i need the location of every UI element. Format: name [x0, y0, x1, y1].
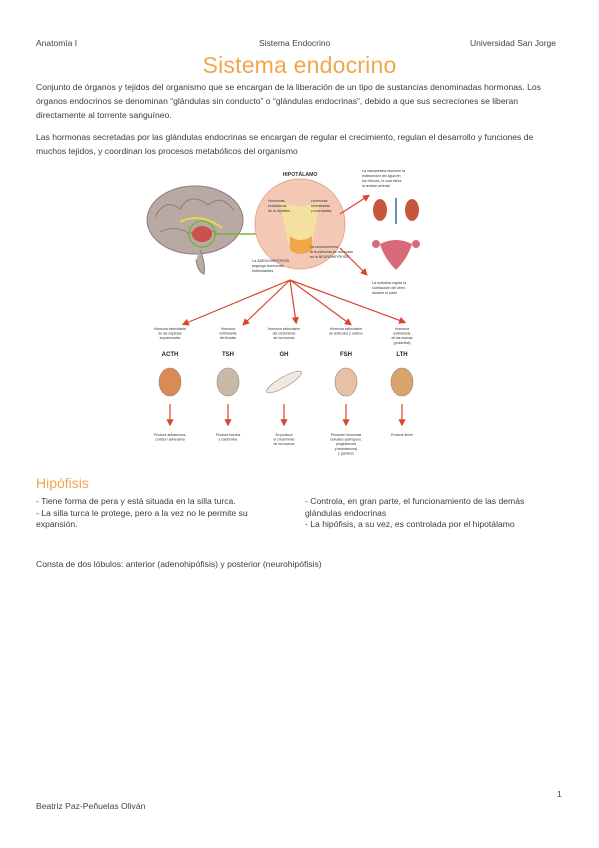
lobes-sentence: Consta de dos lóbulos: anterior (adenohi…	[36, 559, 322, 569]
hormone-effect-lth: Produce leche	[391, 433, 413, 437]
organ-illustration-acth	[158, 367, 182, 397]
header-topic: Sistema Endocrino	[259, 38, 331, 48]
hormone-code-acth: ACTH	[162, 352, 179, 358]
bullet-hypothalamus: - La hipófisis, a su vez, es controlada …	[305, 519, 515, 530]
bullet-control: - Controla, en gran parte, el funcionami…	[305, 496, 525, 518]
kidneys-illustration	[373, 198, 419, 224]
hormone-code-lth: LTH	[396, 352, 407, 358]
left-bullets: - Tiene forma de pera y está situada en …	[36, 496, 286, 531]
organ-illustration-tsh	[216, 367, 240, 397]
uterus-note: La oxitocina regula la contracción del ú…	[372, 281, 407, 295]
right-bullets: - Controla, en gran parte, el funcionami…	[305, 496, 555, 531]
section-title-hipofisis: Hipófisis	[36, 475, 89, 491]
adeno-label: La ADENOHIPÓFISIS segrega hormonas estim…	[252, 258, 290, 273]
intro-paragraph-1: Conjunto de órganos y tejidos del organi…	[36, 82, 541, 121]
page-number: 1	[557, 789, 562, 799]
bullet-silla-turca: - La silla turca le protege, pero a la v…	[36, 507, 248, 530]
endocrine-diagram: HIPOTÁLAMO Hormonas excitadoras de la hi…	[146, 169, 420, 455]
organ-illustration-fsh	[334, 367, 358, 397]
author-name: Beatriz Paz-Peñuelas Oliván	[36, 801, 146, 811]
hypothalamus-label: HIPOTÁLAMO	[283, 171, 318, 178]
bullet-shape: - Tiene forma de pera y está situada en …	[36, 496, 236, 506]
organ-illustration-lth	[390, 367, 414, 397]
intro-paragraph-2: Las hormonas secretadas por las glándula…	[36, 132, 534, 157]
neuro-label: La neurohormona la la oxitocina se acumu…	[310, 245, 354, 259]
organ-illustration-gh	[266, 370, 302, 394]
uterus-illustration	[372, 240, 420, 270]
hormone-code-fsh: FSH	[340, 352, 352, 358]
hormone-code-gh: GH	[280, 352, 289, 358]
brain-illustration	[146, 185, 267, 275]
header-course: Anatomía I	[36, 38, 78, 48]
kidney-note: La vasopresina favorece la reabsorción d…	[362, 169, 406, 188]
page-title: Sistema endocrino	[202, 52, 397, 78]
header-university: Universidad San Jorge	[470, 38, 556, 48]
top-left-note: Hormonas excitadoras de la hipófisis	[268, 199, 290, 213]
top-right-note: Hormonas sintetizadas y excretadas	[311, 199, 332, 213]
pituitary-zoom	[254, 178, 346, 270]
hormone-effect-acth: Produce aldosterona,cortisol i adrenalin…	[154, 433, 186, 442]
hormone-code-tsh: TSH	[222, 352, 234, 358]
